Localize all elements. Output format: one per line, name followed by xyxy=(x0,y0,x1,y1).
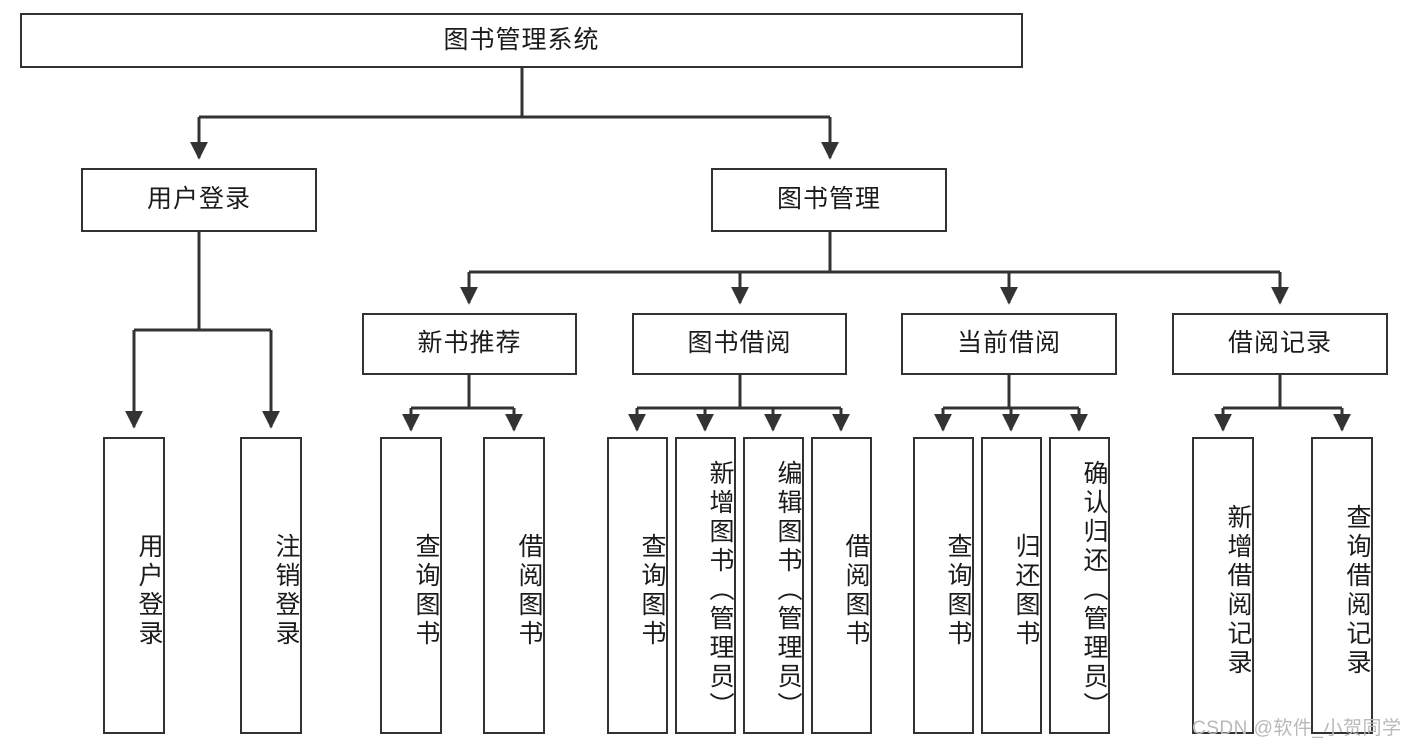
node-user-login-label: 用户登录 xyxy=(146,185,251,214)
node-user-login[interactable]: 用户登录 xyxy=(81,168,317,232)
leaf-nb-query-book-label: 查询图书 xyxy=(412,532,440,649)
leaf-logout[interactable]: 注销登录 xyxy=(240,437,302,734)
leaf-cb-return-book-label: 归还图书 xyxy=(1012,532,1040,649)
leaf-bb-edit-book[interactable]: 编辑图书（管理员） xyxy=(743,437,804,734)
leaf-bb-add-book[interactable]: 新增图书（管理员） xyxy=(675,437,736,734)
leaf-cb-query-book[interactable]: 查询图书 xyxy=(913,437,974,734)
leaf-bb-borrow-book-label: 借阅图书 xyxy=(842,532,870,649)
node-borrow-record-label: 借阅记录 xyxy=(1227,329,1332,358)
leaf-cb-confirm-return-label: 确认归还（管理员） xyxy=(1080,460,1108,721)
leaf-bb-edit-book-label: 编辑图书（管理员） xyxy=(774,460,802,721)
leaf-bb-query-book[interactable]: 查询图书 xyxy=(607,437,668,734)
node-book-borrow[interactable]: 图书借阅 xyxy=(632,313,847,375)
csdn-watermark: CSDN @软件_小贺同学 xyxy=(1192,718,1402,739)
node-new-book-recommend-label: 新书推荐 xyxy=(417,329,522,358)
node-book-borrow-label: 图书借阅 xyxy=(687,329,792,358)
leaf-logout-label: 注销登录 xyxy=(272,532,300,649)
leaf-nb-borrow-book[interactable]: 借阅图书 xyxy=(483,437,545,734)
node-book-management[interactable]: 图书管理 xyxy=(711,168,947,232)
leaf-nb-borrow-book-label: 借阅图书 xyxy=(515,532,543,649)
leaf-br-add-record[interactable]: 新增借阅记录 xyxy=(1192,437,1254,734)
node-root-label: 图书管理系统 xyxy=(443,25,600,54)
leaf-bb-query-book-label: 查询图书 xyxy=(638,532,666,649)
node-current-borrow[interactable]: 当前借阅 xyxy=(901,313,1117,375)
node-root-system[interactable]: 图书管理系统 xyxy=(20,13,1023,68)
leaf-br-query-record[interactable]: 查询借阅记录 xyxy=(1311,437,1373,734)
leaf-cb-query-book-label: 查询图书 xyxy=(944,532,972,649)
leaf-nb-query-book[interactable]: 查询图书 xyxy=(380,437,442,734)
leaf-bb-add-book-label: 新增图书（管理员） xyxy=(706,460,734,721)
node-current-borrow-label: 当前借阅 xyxy=(956,329,1061,358)
node-book-management-label: 图书管理 xyxy=(776,185,881,214)
leaf-user-login-label: 用户登录 xyxy=(135,532,163,649)
node-new-book-recommend[interactable]: 新书推荐 xyxy=(362,313,577,375)
leaf-user-login[interactable]: 用户登录 xyxy=(103,437,165,734)
leaf-cb-return-book[interactable]: 归还图书 xyxy=(981,437,1042,734)
leaf-br-add-record-label: 新增借阅记录 xyxy=(1224,503,1252,678)
node-borrow-record[interactable]: 借阅记录 xyxy=(1172,313,1388,375)
leaf-bb-borrow-book[interactable]: 借阅图书 xyxy=(811,437,872,734)
leaf-cb-confirm-return[interactable]: 确认归还（管理员） xyxy=(1049,437,1110,734)
leaf-br-query-record-label: 查询借阅记录 xyxy=(1343,503,1371,678)
